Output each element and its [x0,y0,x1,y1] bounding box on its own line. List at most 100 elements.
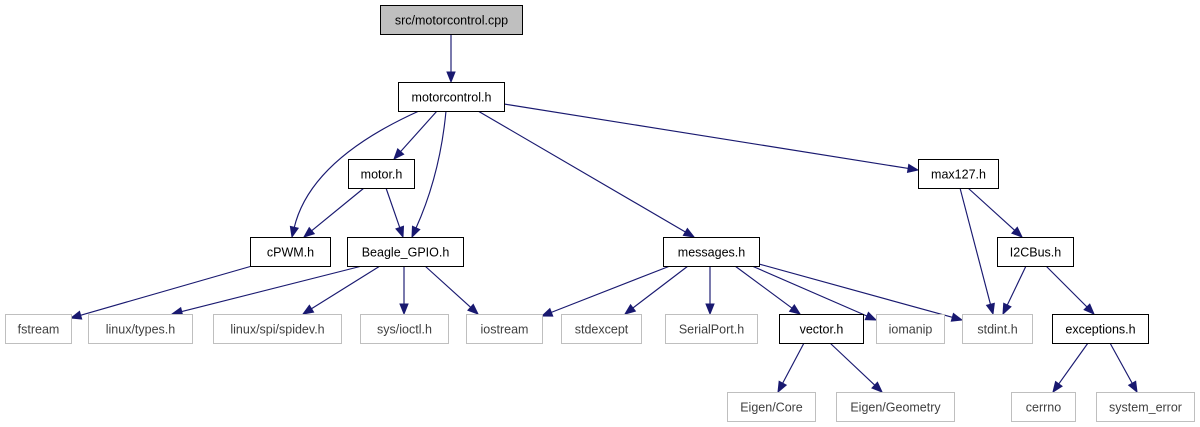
edge-messages_h-to-stdint_h [758,263,964,322]
edge-vector_h-to-eigen_core [777,342,805,394]
edge-line [399,110,438,153]
edge-max127_h-to-i2cbus_h [967,187,1023,238]
edge-line [1006,265,1027,307]
edge-line [1109,342,1134,385]
edge-motor_h-to-beagle_gpio_h [385,187,405,239]
edge-motorcontrol_h-to-cpwm_h [289,110,420,239]
edge-motor_h-to-cpwm_h [302,187,365,238]
edge-line [180,265,363,313]
edge-line [503,103,910,170]
edge-motorcontrol_h-to-max127_h [503,103,920,174]
node-messages-h[interactable]: messages.h [663,237,760,267]
node-box [876,314,945,344]
node-box [663,237,760,267]
node-box [347,237,464,267]
edge-motorcontrol_h-to-beagle_gpio_h [411,110,447,239]
edge-motorcontrol_h-to-motor_h [393,110,438,161]
edge-line [829,342,876,387]
edge-line [477,110,687,233]
edge-arrowhead [788,303,802,315]
node-label: sys/ioctl.h [377,323,432,337]
node-box [665,314,758,344]
edge-arrowhead [985,302,995,316]
node-box [213,314,342,344]
node-box [1096,392,1195,422]
edge-messages_h-to-iostream [540,265,671,317]
node-label: linux/spi/spidev.h [230,323,324,337]
edge-line [310,265,381,310]
node-label: iostream [481,323,529,337]
node-box [561,314,642,344]
node-label: exceptions.h [1065,323,1135,337]
node-linux-spidev-h: linux/spi/spidev.h [213,314,342,344]
node-label: I2CBus.h [1010,246,1061,260]
node-serialport-h: SerialPort.h [665,314,758,344]
node-cpwm-h[interactable]: cPWM.h [250,237,331,267]
edge-messages_h-to-stdexcept [623,265,689,315]
edge-arrowhead [69,310,83,320]
node-iomanip: iomanip [876,314,945,344]
edge-exceptions_h-to-system_error [1109,342,1138,394]
node-label: src/motorcontrol.cpp [395,14,508,28]
edge-exceptions_h-to-cerrno [1052,342,1089,394]
edge-beagle_gpio_h-to-sys_ioctl_h [399,266,409,316]
node-label: fstream [18,323,60,337]
node-motor-h[interactable]: motor.h [348,159,415,189]
edge-beagle_gpio_h-to-linux_spidev_h [301,265,381,315]
node-label: vector.h [800,323,844,337]
edge-motorcontrol_h-to-messages_h [477,110,696,238]
node-linux-types-h: linux/types.h [88,314,193,344]
edge-line [310,187,365,232]
node-vector-h[interactable]: vector.h [779,314,864,344]
node-box [250,237,331,267]
edge-messages_h-to-serialport_h [705,266,715,316]
node-exceptions-h[interactable]: exceptions.h [1052,314,1149,344]
node-box [1011,392,1076,422]
edge-messages_h-to-vector_h [734,265,802,315]
node-fstream: fstream [5,314,72,344]
edge-i2cbus_h-to-stdint_h [1002,265,1027,316]
edge-arrowhead [871,381,883,393]
node-i2cbus-h[interactable]: I2CBus.h [997,237,1074,267]
edge-max127_h-to-stdint_h [959,187,995,316]
edge-arrowhead [950,312,964,322]
node-box [5,314,72,344]
node-sys-ioctl-h: sys/ioctl.h [360,314,449,344]
node-motorcontrol-cpp[interactable]: src/motorcontrol.cpp [380,5,523,35]
edge-arrowhead [446,71,456,84]
node-motorcontrol-h[interactable]: motorcontrol.h [398,82,505,112]
edge-arrowhead [540,307,554,317]
node-label: SerialPort.h [679,323,744,337]
edge-line [424,265,472,309]
node-box [380,5,523,35]
node-label: max127.h [931,168,986,182]
node-box [962,314,1033,344]
node-label: system_error [1109,401,1182,415]
node-box [398,82,505,112]
edge-line [79,265,253,317]
edge-arrowhead [301,304,315,315]
edge-messages_h-to-iomanip [751,265,878,321]
node-eigen-geometry: Eigen/Geometry [836,392,955,422]
edge-arrowhead [864,311,878,321]
node-system-error: system_error [1096,392,1195,422]
edge-i2cbus_h-to-exceptions_h [1045,265,1095,315]
node-box [779,314,864,344]
node-label: motor.h [361,168,403,182]
edge-arrowhead [1002,302,1012,316]
node-label: iomanip [889,323,933,337]
node-box [88,314,193,344]
edge-line [293,110,420,229]
edge-motorcontrol_cpp-to-motorcontrol_h [446,34,456,84]
node-iostream: iostream [466,314,543,344]
node-max127-h[interactable]: max127.h [918,159,999,189]
edge-arrowhead [395,225,405,239]
node-label: cPWM.h [267,246,314,260]
edge-line [1045,265,1089,309]
node-beagle-gpio-h[interactable]: Beagle_GPIO.h [347,237,464,267]
edge-line [734,265,794,310]
edge-line [959,187,992,306]
node-box [727,392,816,422]
node-stdexcept: stdexcept [561,314,642,344]
